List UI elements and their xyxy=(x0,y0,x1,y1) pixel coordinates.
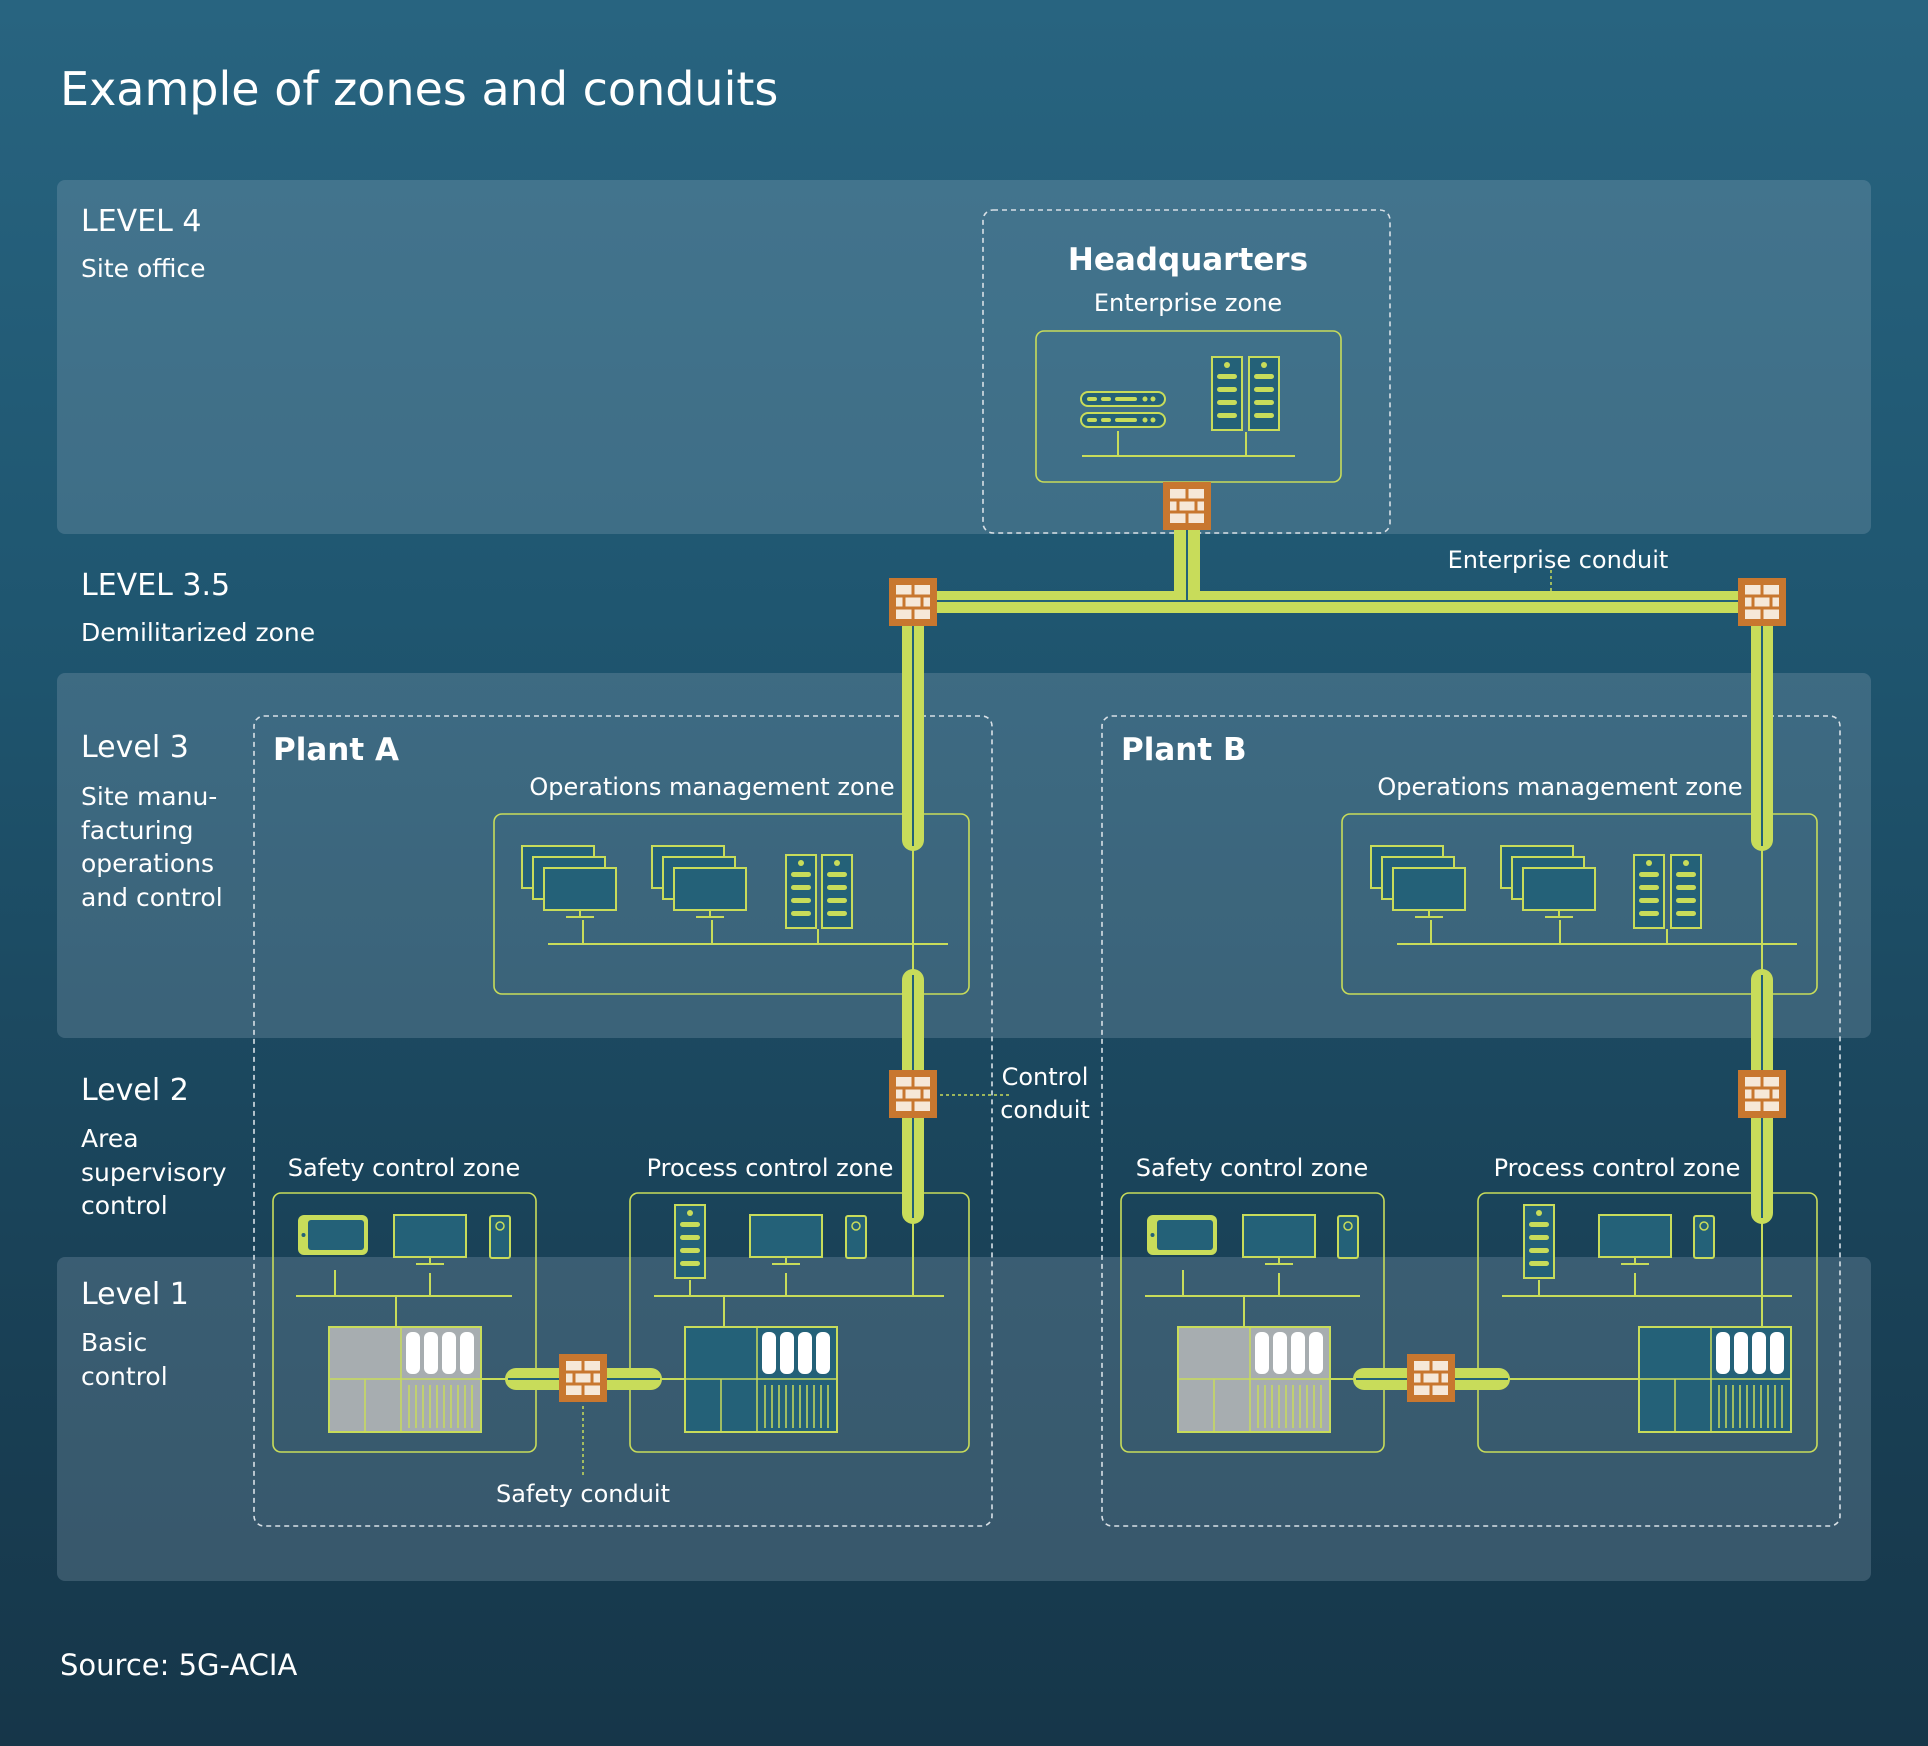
server-rack-icon xyxy=(1633,854,1665,929)
plc-icon xyxy=(328,1326,482,1433)
page-title: Example of zones and conduits xyxy=(60,62,779,116)
plant-b-zone xyxy=(1101,715,1841,1527)
plant-b-safety-zone-label: Safety control zone xyxy=(1136,1154,1368,1182)
monitor-icon xyxy=(652,846,746,917)
network-switch-icon xyxy=(1080,412,1166,428)
monitor-icon xyxy=(1501,846,1595,917)
plant-a-process-zone-box xyxy=(629,1192,970,1453)
plant-a-title: Plant A xyxy=(273,732,399,768)
level-3-5-label: LEVEL 3.5 xyxy=(81,568,231,603)
server-rack-icon xyxy=(785,854,817,929)
firewall-icon xyxy=(887,1068,939,1120)
enterprise-zone-label: Enterprise zone xyxy=(1094,289,1282,317)
plant-a-ops-zone-box xyxy=(493,813,970,995)
server-rack-icon xyxy=(674,1204,706,1279)
plc-icon xyxy=(1638,1326,1792,1433)
enterprise-conduit-label: Enterprise conduit xyxy=(1448,546,1669,574)
level-2-label: Level 2 xyxy=(81,1073,189,1108)
level-4-label: LEVEL 4 xyxy=(81,204,202,239)
firewall-icon xyxy=(887,576,939,628)
monitor-icon xyxy=(1242,1214,1316,1265)
plant-b-safety-zone-box xyxy=(1120,1192,1385,1453)
plant-a-safety-zone-label: Safety control zone xyxy=(288,1154,520,1182)
monitor-icon xyxy=(393,1214,467,1265)
network-lines xyxy=(296,431,1797,1380)
plant-a-ops-zone-label: Operations management zone xyxy=(529,773,894,801)
control-conduit-label-line2: conduit xyxy=(1000,1096,1090,1124)
firewall-icon xyxy=(557,1352,609,1404)
plant-b-process-zone-label: Process control zone xyxy=(1494,1154,1741,1182)
headquarters-zone xyxy=(982,209,1391,534)
firewall-icon xyxy=(1405,1352,1457,1404)
headquarters-title: Headquarters xyxy=(1068,242,1308,278)
level-4-subtitle: Site office xyxy=(81,254,206,283)
label-leaders xyxy=(582,570,1552,1478)
safety-conduit-label: Safety conduit xyxy=(496,1480,670,1508)
controller-icon xyxy=(845,1215,867,1259)
level-3-label: Level 3 xyxy=(81,730,189,765)
level-1-label: Level 1 xyxy=(81,1277,189,1312)
level-1-subtitle: Basic control xyxy=(81,1328,168,1391)
plant-a-process-zone-label: Process control zone xyxy=(647,1154,894,1182)
plant-a-safety-zone-box xyxy=(272,1192,537,1453)
controller-icon xyxy=(489,1215,511,1259)
source-note: Source: 5G-ACIA xyxy=(60,1648,298,1682)
firewall-icon xyxy=(1736,1068,1788,1120)
plc-icon xyxy=(684,1326,838,1433)
plc-icon xyxy=(1177,1326,1331,1433)
level-4-band xyxy=(57,180,1871,534)
tablet-icon xyxy=(1147,1215,1217,1255)
monitor-icon xyxy=(522,846,616,917)
controller-icon xyxy=(1693,1215,1715,1259)
control-conduit-label-line1: Control xyxy=(1002,1063,1089,1091)
plant-a-zone xyxy=(253,715,993,1527)
server-rack-icon xyxy=(1523,1204,1555,1279)
plant-b-title: Plant B xyxy=(1121,732,1247,768)
network-switch-icon xyxy=(1080,391,1166,407)
level-2-subtitle: Area supervisory control xyxy=(81,1124,227,1220)
plant-b-process-zone-box xyxy=(1477,1192,1818,1453)
server-rack-icon xyxy=(821,854,853,929)
firewall-icon xyxy=(1736,576,1788,628)
controller-icon xyxy=(1337,1215,1359,1259)
monitor-icon xyxy=(1371,846,1465,917)
monitor-icon xyxy=(749,1214,823,1265)
monitor-icon xyxy=(1598,1214,1672,1265)
tablet-icon xyxy=(298,1215,368,1255)
level-3-5-subtitle: Demilitarized zone xyxy=(81,618,316,647)
plant-b-ops-zone-label: Operations management zone xyxy=(1377,773,1742,801)
server-rack-icon xyxy=(1248,356,1280,431)
plant-b-ops-zone-box xyxy=(1341,813,1818,995)
level-3-subtitle: Site manu-facturing operations and contr… xyxy=(81,782,223,912)
server-rack-icon xyxy=(1670,854,1702,929)
firewall-icon xyxy=(1161,480,1213,532)
server-rack-icon xyxy=(1211,356,1243,431)
enterprise-zone-box xyxy=(1035,330,1342,483)
